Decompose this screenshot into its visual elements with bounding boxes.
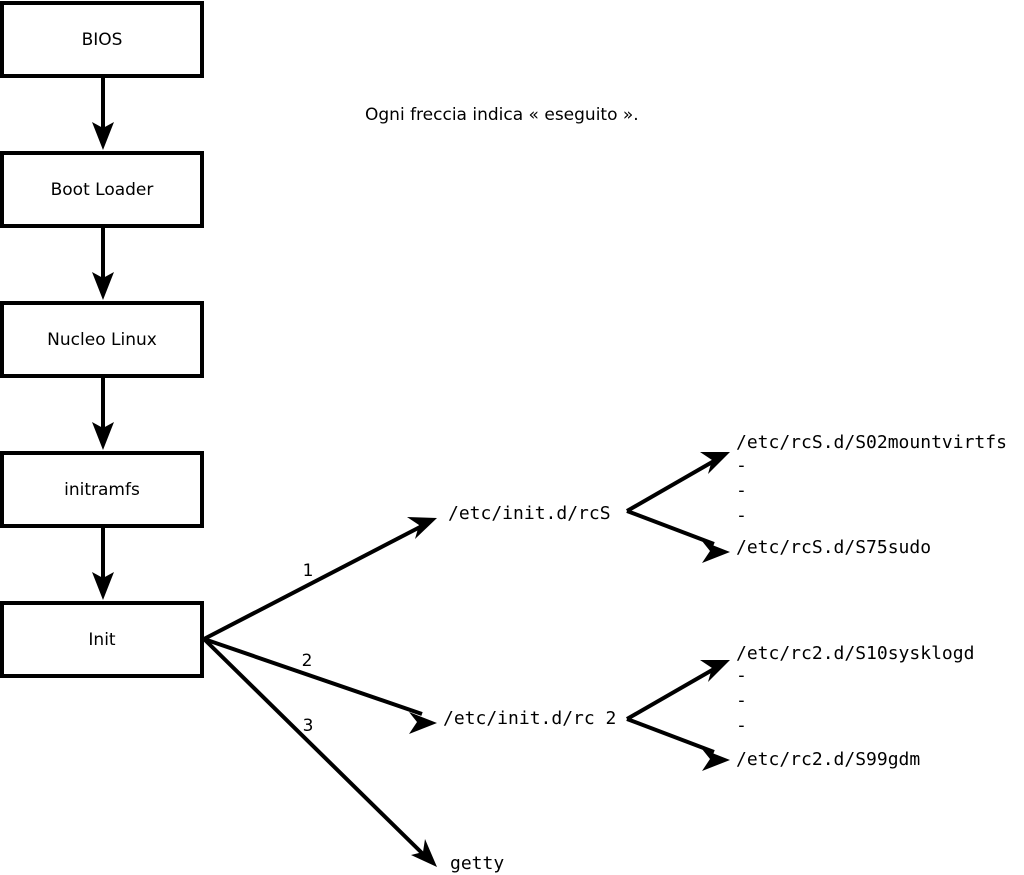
node-nucleo-linux-label: Nucleo Linux [47,330,157,350]
arrow-rc2-to-first-script [626,660,730,721]
label-rc2-last-script: /etc/rc2.d/S99gdm [736,749,920,770]
rcs-ellipsis-dash-2: - [736,480,747,501]
diagram-caption: Ogni freccia indica « eseguito ». [365,105,639,125]
node-initramfs-label: initramfs [64,480,140,500]
node-bios-label: BIOS [82,30,123,50]
arrow-rcs-to-first-script [626,452,730,513]
rc2-ellipsis-dash-3: - [736,715,747,736]
branch-number-3: 3 [303,716,314,736]
arrow-init-to-rc2 [203,637,437,734]
arrow-rcs-to-last-script [626,509,730,563]
label-rcs-first-script: /etc/rcS.d/S02mountvirtfs [736,432,1007,453]
arrow-bios-to-boot-loader [92,76,114,150]
arrow-boot-loader-to-nucleo-linux [92,226,114,300]
arrow-nucleo-linux-to-initramfs [92,376,114,450]
branch-number-2: 2 [302,651,313,671]
label-rc2-first-script: /etc/rc2.d/S10sysklogd [736,643,974,664]
node-boot-loader-label: Boot Loader [51,180,154,200]
arrow-initramfs-to-init [92,526,114,600]
arrow-rc2-to-last-script [626,717,730,771]
branch-number-1: 1 [303,561,314,581]
node-bios-rect [0,1,204,78]
label-rcs-last-script: /etc/rcS.d/S75sudo [736,537,931,558]
rcs-ellipsis-dash-1: - [736,455,747,476]
rc2-ellipsis-dash-1: - [736,665,747,686]
rcs-ellipsis-dash-3: - [736,505,747,526]
node-initramfs[interactable]: initramfs [0,451,204,528]
node-initramfs-rect [0,451,204,528]
node-init-label: Init [88,630,116,650]
node-boot-loader[interactable]: Boot Loader [0,151,204,228]
node-bios[interactable]: BIOS [0,1,204,78]
rc2-ellipsis-dash-2: - [736,690,747,711]
node-nucleo-linux[interactable]: Nucleo Linux [0,301,204,378]
node-init[interactable]: Init [0,601,204,678]
arrow-init-to-rcs [203,517,437,641]
label-init-d-rcs: /etc/init.d/rcS [448,503,611,524]
label-getty: getty [450,853,504,874]
node-init-rect [0,601,204,678]
label-init-d-rc2: /etc/init.d/rc 2 [443,708,616,729]
arrow-init-to-getty [202,637,437,867]
